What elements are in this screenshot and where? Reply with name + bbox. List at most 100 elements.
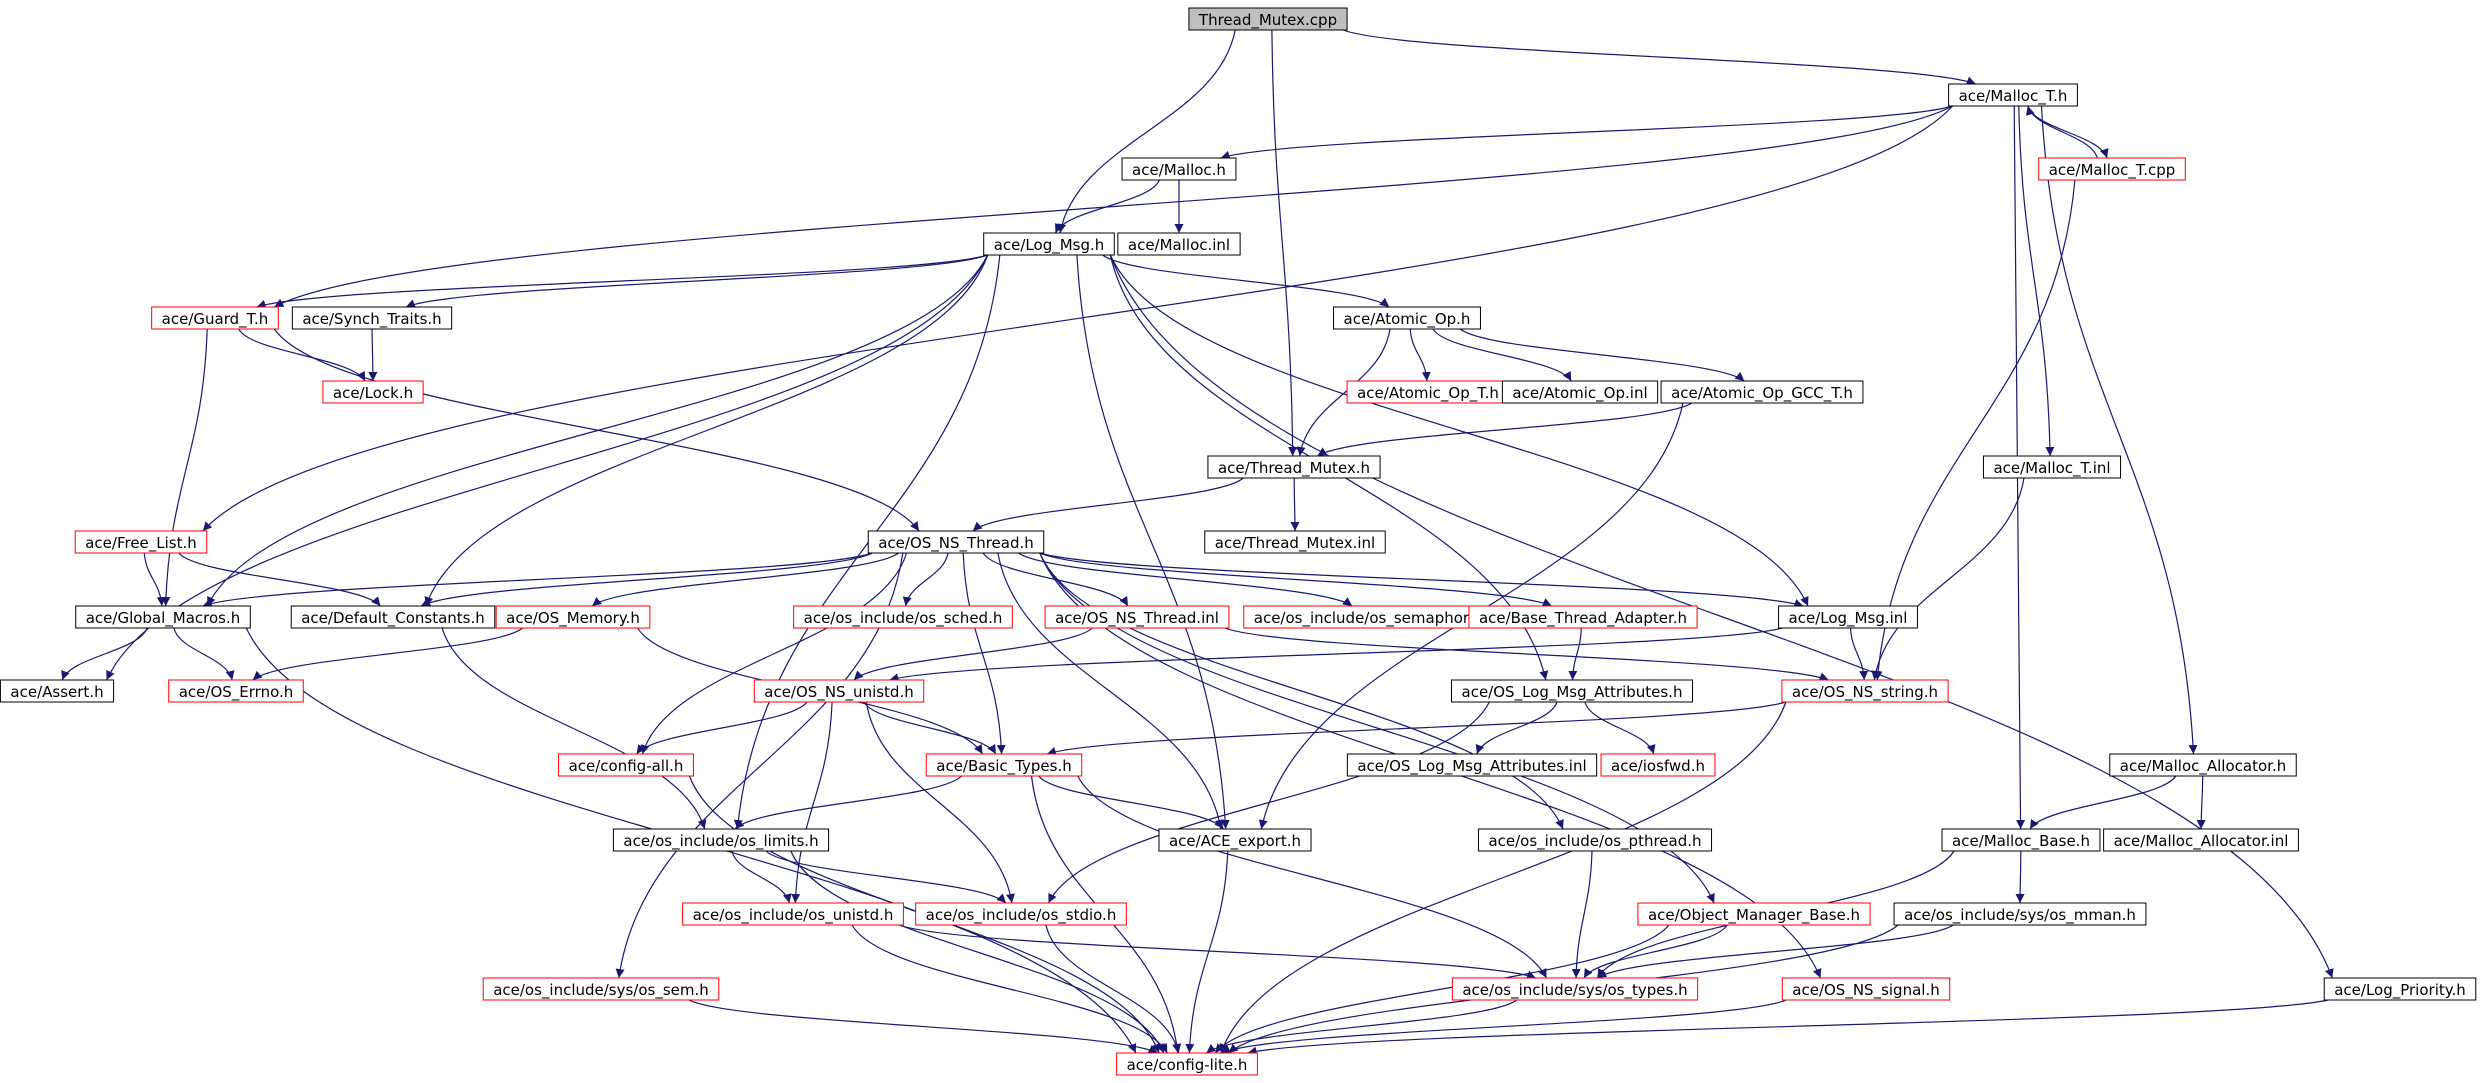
node-config-all-h[interactable]: ace/config-all.h: [558, 753, 694, 777]
node-box: [482, 977, 720, 1001]
edge-os-ns-thread-h-to-config-all-h: [640, 552, 908, 755]
node-label: ace/Basic_Types.h: [936, 757, 1071, 776]
node-box: [983, 232, 1115, 256]
node-malloc-h[interactable]: ace/Malloc.h: [1121, 157, 1237, 181]
edge-malloc-t-cpp-to-os-ns-string-h: [1873, 179, 2076, 681]
edge-log-msg-h-to-assert-h: [106, 254, 989, 681]
edge-os-ns-thread-h-to-os-memory-h: [591, 552, 899, 607]
node-os-sched-h[interactable]: ace/os_include/os_sched.h: [793, 605, 1013, 629]
edge-atomic-op-h-to-atomic-op-t-h: [1409, 328, 1431, 382]
node-box: [1477, 828, 1713, 852]
node-label: ace/os_include/os_limits.h: [623, 832, 818, 851]
node-thread-mutex-h[interactable]: ace/Thread_Mutex.h: [1207, 455, 1381, 479]
edge-malloc-allocator-h-to-malloc-allocator-inl: [2196, 775, 2206, 830]
node-os-errno-h[interactable]: ace/OS_Errno.h: [168, 679, 304, 703]
node-os-ns-thread-inl[interactable]: ace/OS_NS_Thread.inl: [1044, 605, 1230, 629]
node-os-types-h[interactable]: ace/os_include/sys/os_types.h: [1451, 977, 1699, 1001]
node-malloc-t-cpp[interactable]: ace/Malloc_T.cpp: [2038, 157, 2186, 181]
node-assert-h[interactable]: ace/Assert.h: [0, 679, 115, 703]
node-os-log-msg-attributes-inl[interactable]: ace/OS_Log_Msg_Attributes.inl: [1346, 753, 1598, 777]
edge-global-macros-h-to-os-errno-h: [173, 627, 235, 681]
node-default-constants-h[interactable]: ace/Default_Constants.h: [290, 605, 496, 629]
node-atomic-op-h[interactable]: ace/Atomic_Op.h: [1333, 306, 1481, 330]
node-box: [1188, 7, 1348, 31]
edge-object-manager-base-h-to-os-types-h: [1583, 924, 1728, 979]
node-os-stdio-h[interactable]: ace/os_include/os_stdio.h: [915, 902, 1127, 926]
edge-os-limits-h-to-os-stdio-h: [765, 850, 1007, 904]
node-config-lite-h[interactable]: ace/config-lite.h: [1116, 1052, 1258, 1076]
node-label: ace/Thread_Mutex.inl: [1215, 534, 1375, 553]
node-label: ace/os_include/os_semaphore.h: [1254, 609, 1493, 628]
node-thread-mutex-inl[interactable]: ace/Thread_Mutex.inl: [1204, 530, 1386, 554]
edge-os-unistd-h-to-os-types-h: [899, 924, 1537, 980]
edge-malloc-t-h-to-malloc-h: [1220, 105, 1953, 160]
node-os-ns-thread-h[interactable]: ace/OS_NS_Thread.h: [867, 530, 1045, 554]
node-malloc-t-inl[interactable]: ace/Malloc_T.inl: [1982, 455, 2122, 479]
node-malloc-base-h[interactable]: ace/Malloc_Base.h: [1941, 828, 2101, 852]
node-box: [75, 605, 251, 629]
node-os-ns-signal-h[interactable]: ace/OS_NS_signal.h: [1781, 977, 1951, 1001]
node-label: ace/os_include/sys/os_types.h: [1462, 981, 1687, 1000]
node-synch-traits-h[interactable]: ace/Synch_Traits.h: [291, 306, 453, 330]
node-malloc-allocator-inl[interactable]: ace/Malloc_Allocator.inl: [2103, 828, 2299, 852]
edge-log-msg-inl-to-os-ns-unistd-h: [889, 627, 1783, 683]
edge-base-thread-adapter-h-to-os-log-msg-attributes-h: [1568, 627, 1582, 681]
node-box: [291, 306, 453, 330]
edge-default-constants-h-to-os-limits-h: [441, 627, 707, 830]
node-os-unistd-h[interactable]: ace/os_include/os_unistd.h: [682, 902, 904, 926]
node-base-thread-adapter-h[interactable]: ace/Base_Thread_Adapter.h: [1468, 605, 1698, 629]
edge-os-pthread-h-to-os-types-h: [1571, 850, 1593, 979]
edge-malloc-base-h-to-os-mman-h: [2015, 850, 2025, 904]
edge-ace-export-h-to-config-lite-h: [1185, 850, 1229, 1054]
edge-malloc-h-to-log-msg-h: [1054, 179, 1161, 234]
node-box: [1893, 902, 2147, 926]
node-os-ns-unistd-h[interactable]: ace/OS_NS_unistd.h: [753, 679, 925, 703]
node-box: [1117, 232, 1241, 256]
node-label: ace/config-all.h: [569, 757, 684, 775]
node-label: ace/Malloc.inl: [1128, 236, 1230, 254]
node-os-mman-h[interactable]: ace/os_include/sys/os_mman.h: [1893, 902, 2147, 926]
node-basic-types-h[interactable]: ace/Basic_Types.h: [925, 753, 1083, 777]
node-os-semaphore-h[interactable]: ace/os_include/os_semaphore.h: [1243, 605, 1503, 629]
node-box: [1333, 306, 1481, 330]
edge-os-ns-thread-h-to-default-constants-h: [420, 552, 873, 607]
node-os-sem-h[interactable]: ace/os_include/sys/os_sem.h: [482, 977, 720, 1001]
edge-malloc-t-h-to-malloc-allocator-h: [2040, 105, 2198, 755]
node-label: ace/Malloc_T.cpp: [2049, 161, 2176, 180]
node-free-list-h[interactable]: ace/Free_List.h: [74, 530, 208, 554]
node-log-priority-h[interactable]: ace/Log_Priority.h: [2323, 977, 2477, 1001]
node-atomic-op-t-h[interactable]: ace/Atomic_Op_T.h: [1346, 380, 1510, 404]
node-malloc-inl[interactable]: ace/Malloc.inl: [1117, 232, 1241, 256]
edge-log-priority-h-to-config-lite-h: [1247, 999, 2329, 1056]
node-label: ace/Assert.h: [10, 683, 103, 701]
node-malloc-allocator-h[interactable]: ace/Malloc_Allocator.h: [2109, 753, 2297, 777]
node-os-ns-string-h[interactable]: ace/OS_NS_string.h: [1781, 679, 1949, 703]
node-atomic-op-inl[interactable]: ace/Atomic_Op.inl: [1501, 380, 1659, 404]
node-log-msg-h[interactable]: ace/Log_Msg.h: [983, 232, 1115, 256]
node-label: ace/Lock.h: [333, 384, 413, 402]
node-os-pthread-h[interactable]: ace/os_include/os_pthread.h: [1477, 828, 1713, 852]
node-atomic-op-gcc-t-h[interactable]: ace/Atomic_Op_GCC_T.h: [1660, 380, 1864, 404]
edge-basic-types-h-to-ace-export-h: [1038, 775, 1224, 830]
node-os-limits-h[interactable]: ace/os_include/os_limits.h: [612, 828, 830, 852]
node-os-log-msg-attributes-h[interactable]: ace/OS_Log_Msg_Attributes.h: [1451, 679, 1693, 703]
node-box: [168, 679, 304, 703]
edge-os-ns-thread-h-to-os-ns-thread-inl: [982, 552, 1129, 607]
node-object-manager-base-h[interactable]: ace/Object_Manager_Base.h: [1637, 902, 1871, 926]
node-label: ace/Malloc_Allocator.inl: [2114, 832, 2289, 851]
edge-os-ns-string-h-to-config-lite-h: [1219, 701, 1787, 1054]
node-label: ace/Global_Macros.h: [86, 609, 241, 628]
node-log-msg-inl[interactable]: ace/Log_Msg.inl: [1778, 605, 1918, 629]
node-thread-mutex-cpp[interactable]: Thread_Mutex.cpp: [1188, 7, 1348, 31]
node-box: [74, 530, 208, 554]
node-os-memory-h[interactable]: ace/OS_Memory.h: [495, 605, 651, 629]
node-malloc-t-h[interactable]: ace/Malloc_T.h: [1948, 83, 2078, 107]
node-iosfwd-h[interactable]: ace/iosfwd.h: [1600, 753, 1716, 777]
node-label: ace/Synch_Traits.h: [302, 310, 441, 329]
node-lock-h[interactable]: ace/Lock.h: [322, 380, 424, 404]
node-box: [1600, 753, 1716, 777]
node-guard-t-h[interactable]: ace/Guard_T.h: [151, 306, 279, 330]
node-ace-export-h[interactable]: ace/ACE_export.h: [1158, 828, 1312, 852]
node-global-macros-h[interactable]: ace/Global_Macros.h: [75, 605, 251, 629]
edge-os-log-msg-attributes-h-to-iosfwd-h: [1584, 701, 1656, 755]
